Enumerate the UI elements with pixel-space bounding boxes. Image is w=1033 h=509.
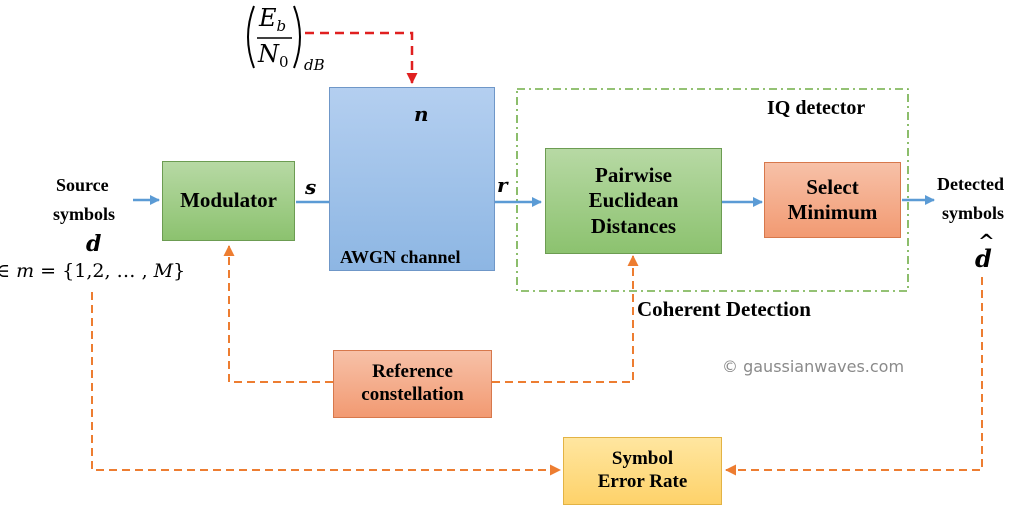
pairwise-distances-block: Pairwise Euclidean Distances (545, 148, 722, 254)
source-label-line1: Source (56, 175, 109, 195)
reference-line2: constellation (361, 384, 464, 405)
ebn0-arrow (305, 31, 418, 84)
pairwise-line2: Euclidean (588, 188, 679, 213)
source-label-line2: symbols (53, 204, 116, 224)
copyright-watermark: © gaussianwaves.com (722, 357, 905, 376)
modulator-label: Modulator (180, 188, 277, 213)
source-symbol: d (86, 231, 102, 257)
select-minimum-block: Select Minimum (764, 162, 901, 238)
ser-line1: Symbol (611, 448, 674, 470)
ebn0-denominator: N0 (258, 40, 289, 71)
signal-s-label: s (305, 175, 317, 199)
select-min-line2: Minimum (787, 200, 878, 224)
ebn0-numerator: Eb (259, 4, 287, 35)
awgn-channel-block (329, 87, 495, 271)
signal-r-label: r (497, 173, 508, 197)
iq-detector-boundary (516, 88, 909, 292)
reference-to-modulator-arrow (223, 245, 333, 383)
pairwise-line3: Distances (590, 213, 677, 238)
symbol-error-rate-block: Symbol Error Rate (563, 437, 722, 505)
detected-symbol: ^d (975, 229, 995, 273)
reference-constellation-block: Reference constellation (333, 350, 492, 418)
detected-label-line1: Detected (937, 174, 1004, 194)
awgn-channel-label: AWGN channel (340, 247, 461, 267)
iq-detector-label: IQ detector (767, 97, 866, 119)
source-symbol-set: ∈ m = {1,2, … , M} (0, 260, 186, 282)
select-min-line1: Select (806, 174, 859, 199)
detected-label-line2: symbols (942, 203, 1005, 223)
modulator-block: Modulator (162, 161, 295, 241)
ser-line2: Error Rate (597, 471, 688, 492)
ebn0-expression: Eb N0 dB (240, 0, 360, 78)
noise-n-label: n (414, 102, 429, 126)
coherent-detection-label: Coherent Detection (637, 297, 811, 321)
ebn0-unit: dB (304, 56, 325, 74)
source-to-ser-arrow (91, 292, 561, 476)
reference-line1: Reference (372, 361, 453, 383)
pairwise-line1: Pairwise (595, 163, 672, 188)
reference-to-distances-arrow (492, 255, 639, 383)
